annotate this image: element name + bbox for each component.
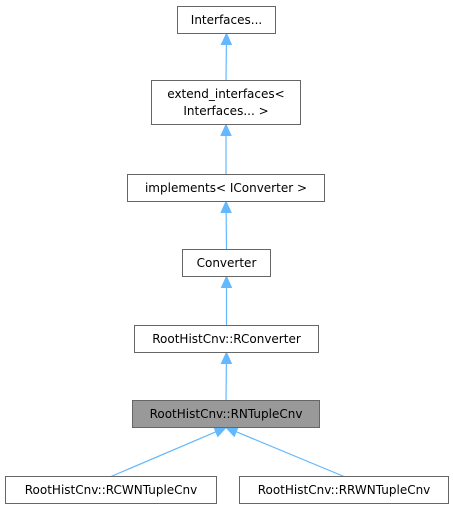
node-rcwntuplecnv-label: RootHistCnv::RCWNTupleCnv — [25, 483, 198, 497]
node-converter-label: Converter — [197, 256, 257, 270]
edge-arrowhead-rconverter-to-converter — [220, 275, 233, 288]
node-rrwntuplecnv-box — [239, 476, 449, 504]
node-implements-box — [127, 174, 325, 202]
edges-layer — [110, 32, 345, 478]
node-extend-interfaces-label-line1: extend_interfaces< — [167, 87, 284, 101]
node-rrwntuplecnv[interactable]: RootHistCnv::RRWNTupleCnv — [239, 476, 449, 504]
edge-arrowhead-converter-to-implements — [220, 200, 232, 214]
node-extend-interfaces[interactable]: extend_interfaces< Interfaces... > — [151, 80, 301, 125]
node-interfaces[interactable]: Interfaces... — [177, 6, 276, 34]
nodes-layer: Interfaces... extend_interfaces< Interfa… — [5, 6, 449, 504]
node-implements[interactable]: implements< IConverter > — [127, 174, 325, 202]
edge-arrowhead-rrwntuplecnv-to-rntuplecnv — [224, 426, 239, 438]
node-implements-label: implements< IConverter > — [145, 181, 307, 195]
edge-rcwntuplecnv-to-rntuplecnv — [110, 431, 217, 478]
node-rntuplecnv-label: RootHistCnv::RNTupleCnv — [150, 407, 303, 421]
node-interfaces-box — [177, 6, 276, 34]
node-rconverter-box — [134, 325, 319, 353]
node-extend-interfaces-label-line2: Interfaces... > — [183, 104, 268, 118]
edge-arrowhead-rntuplecnv-to-rconverter — [220, 351, 233, 365]
node-rntuplecnv[interactable]: RootHistCnv::RNTupleCnv — [132, 400, 320, 428]
node-rcwntuplecnv-box — [5, 476, 217, 504]
edge-arrowhead-implements-to-extend_interfaces — [220, 123, 232, 136]
node-rrwntuplecnv-label: RootHistCnv::RRWNTupleCnv — [258, 483, 431, 497]
node-extend-interfaces-box — [151, 80, 301, 125]
edge-arrowhead-rcwntuplecnv-to-rntuplecnv — [213, 426, 228, 438]
edge-rrwntuplecnv-to-rntuplecnv — [235, 431, 345, 478]
node-rcwntuplecnv[interactable]: RootHistCnv::RCWNTupleCnv — [5, 476, 217, 504]
edge-arrowhead-extend_interfaces-to-interfaces — [220, 32, 233, 46]
node-converter-box — [182, 249, 271, 277]
node-interfaces-label: Interfaces... — [191, 13, 262, 27]
node-converter[interactable]: Converter — [182, 249, 271, 277]
node-rconverter[interactable]: RootHistCnv::RConverter — [134, 325, 319, 353]
node-rconverter-label: RootHistCnv::RConverter — [152, 332, 301, 346]
node-rntuplecnv-box — [132, 400, 320, 428]
